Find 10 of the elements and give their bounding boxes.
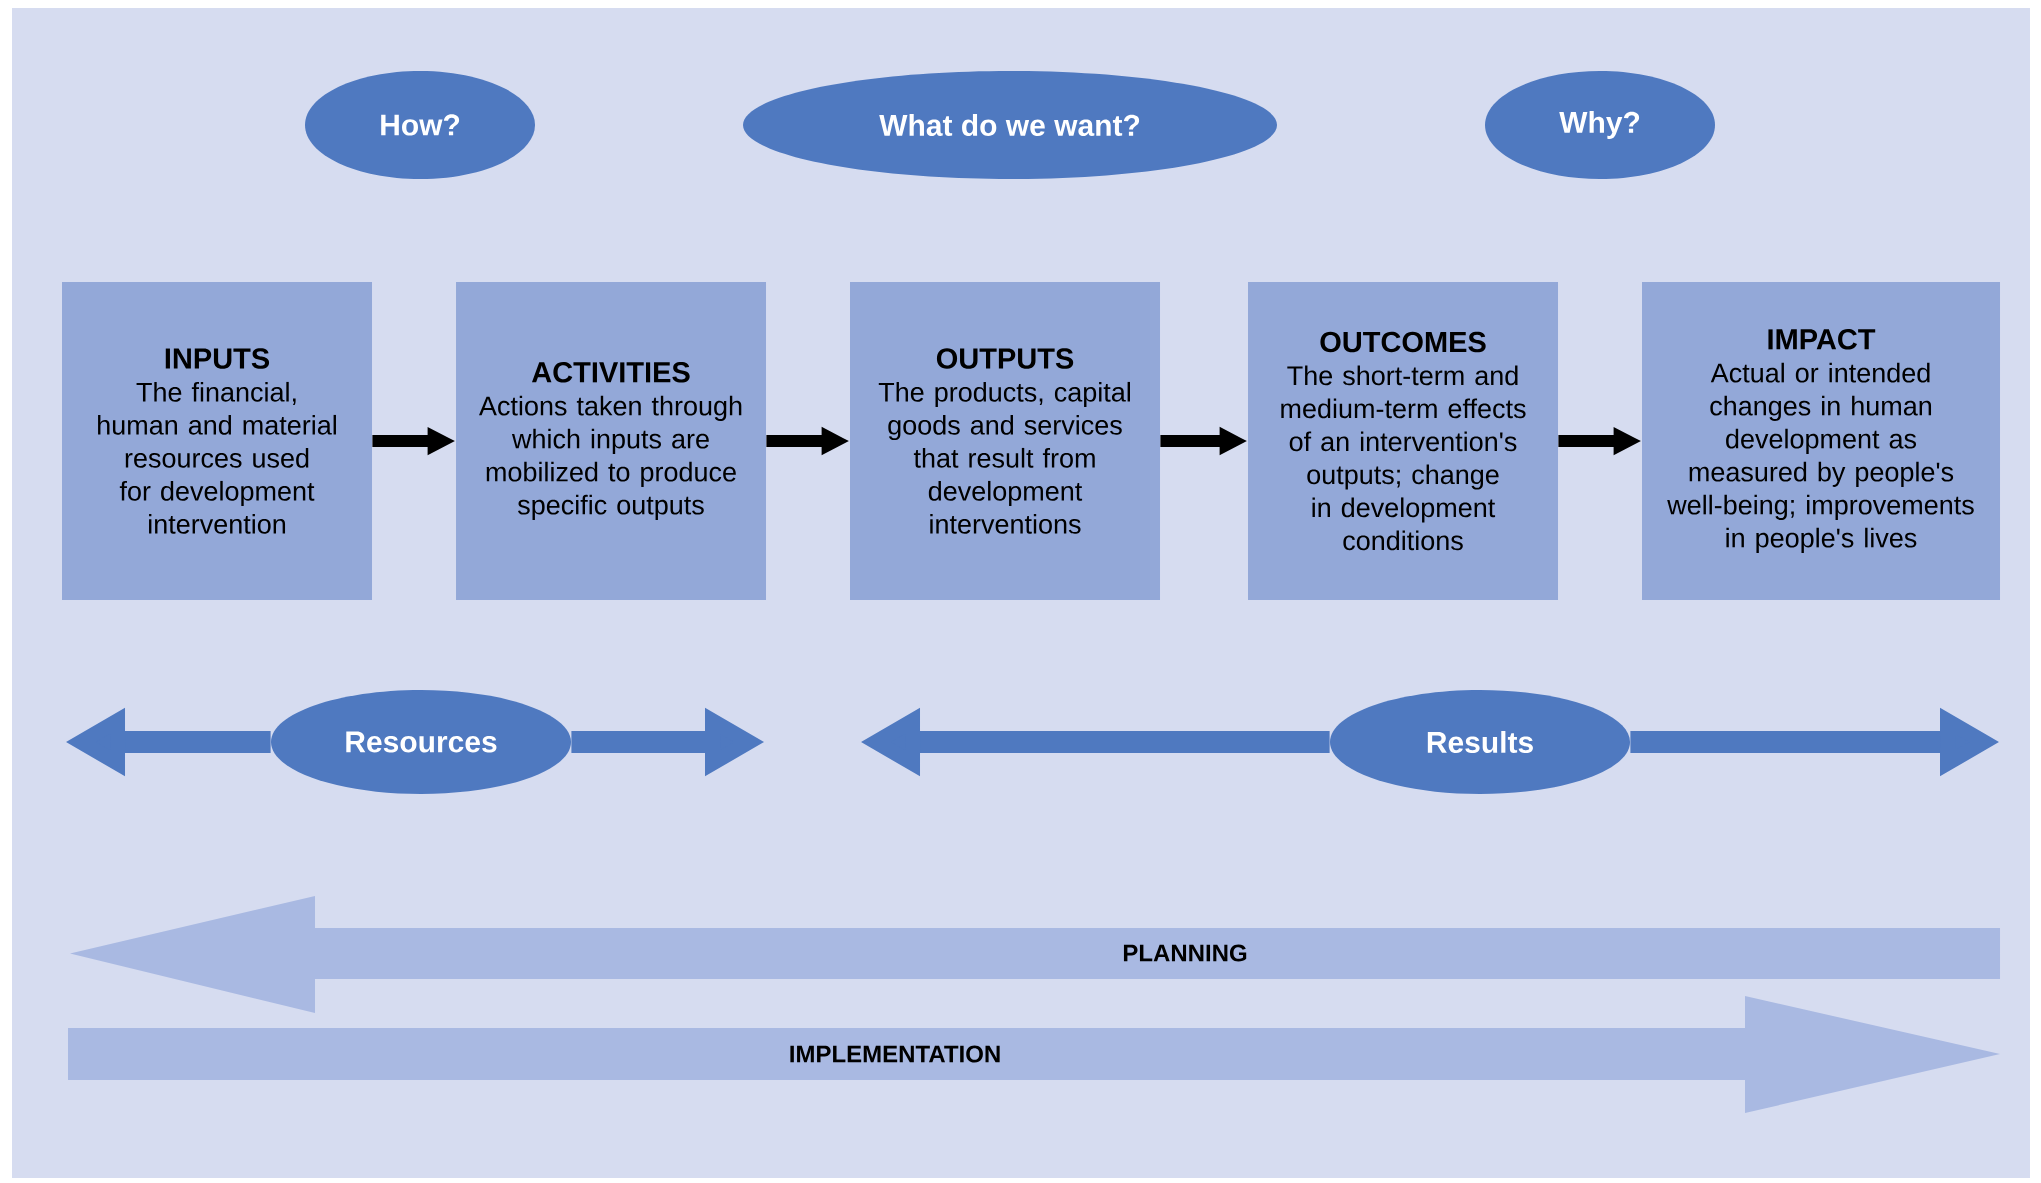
oval-label: What do we want?: [743, 71, 1277, 179]
oval-label: Resources: [271, 690, 571, 794]
oval-label: Why?: [1485, 71, 1715, 179]
oval-label: How?: [305, 71, 535, 179]
process-box: IMPACT Actual or intended changes in human development as measured by people's well-being; improvements in people's lives: [1642, 282, 2000, 600]
process-box: ACTIVITIES Actions taken through which inputs are mobilized to produce specific outputs: [456, 282, 766, 600]
process-box: OUTCOMES The short-term and medium-term effects of an intervention's outputs; change in development conditions: [1248, 282, 1558, 600]
process-box: OUTPUTS The products, capital goods and services that result from development interventions: [850, 282, 1160, 600]
process-box: INPUTS The financial, human and material resources used for development intervention: [62, 282, 372, 600]
oval-label: Results: [1330, 690, 1630, 794]
